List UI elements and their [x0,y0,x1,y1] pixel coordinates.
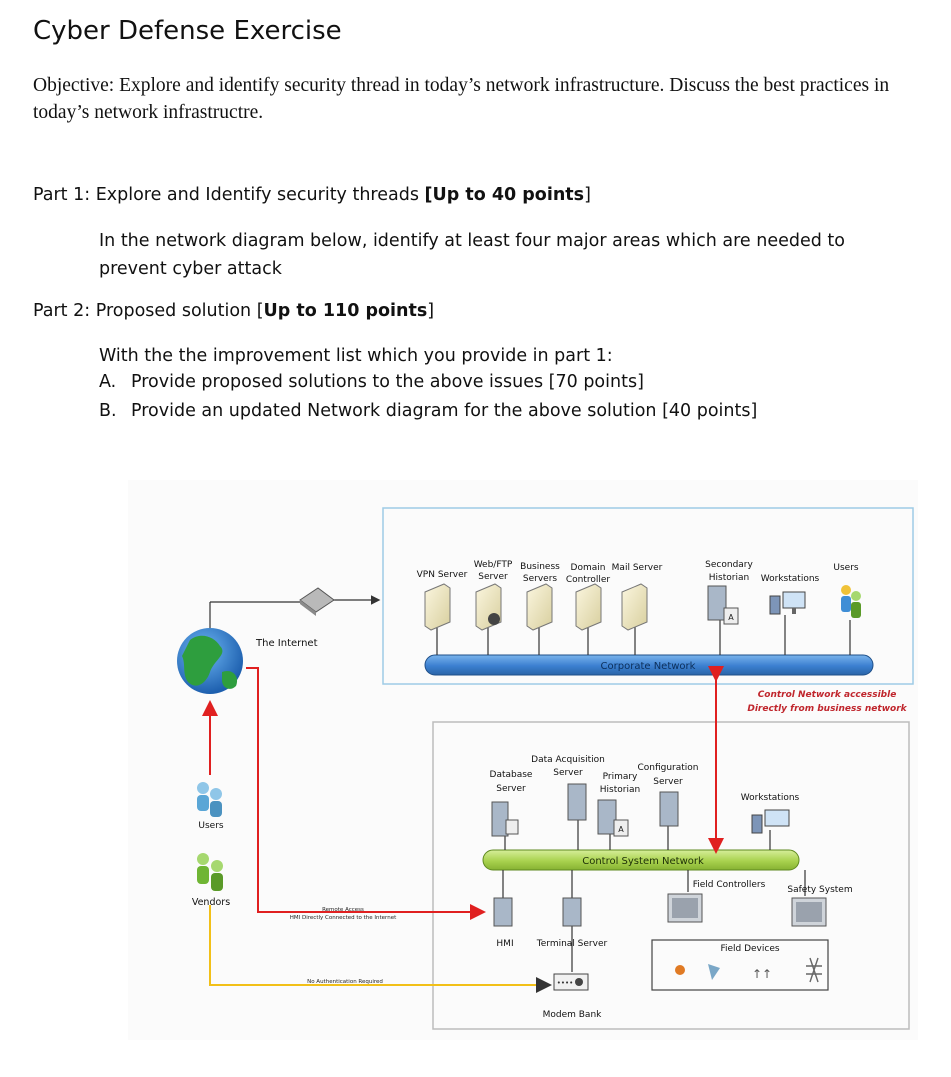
no-auth-label: No Authentication Required [307,979,383,985]
hmi-icon [493,897,513,927]
database-label-2: Server [496,784,526,794]
svg-text:↑↑: ↑↑ [752,967,772,981]
field-devices-icons: ↑↑ [675,957,822,983]
users-icon [197,782,222,817]
part2-heading-suffix: ] [427,301,435,321]
part2-heading-prefix: Part 2: Proposed solution [ [33,301,264,321]
modem-leds: •••• [557,979,574,987]
hmi-label: HMI [496,939,513,949]
modem-bank-label: Modem Bank [543,1010,603,1020]
data-acq-label-1: Data Acquisition [531,755,605,765]
database-server-icon [491,801,519,837]
data-acquisition-server-icon [567,783,587,821]
field-controllers-icon [667,893,703,923]
primary-label-1: Primary [603,772,638,782]
svg-text:A: A [728,613,734,622]
users-top-icon [841,585,861,618]
terminal-server-label: Terminal Server [536,939,608,949]
secondary-label-2: Historian [709,573,749,583]
users-top-label: Users [833,563,859,573]
vpn-server-label: VPN Server [417,570,468,580]
objective-text: Objective: Explore and identify security… [33,75,890,123]
part2-heading: Part 2: Proposed solution [Up to 110 poi… [33,301,434,321]
secondary-historian-icon: A [707,585,739,625]
config-label-1: Configuration [637,763,698,773]
field-devices-box [651,939,829,991]
configuration-server-icon [659,791,679,827]
workstations-top-icon [769,591,806,615]
domain-label-2: Controller [566,575,611,585]
corporate-network-bar [424,654,874,676]
internet-globe-icon [177,628,243,694]
part1-heading-suffix: ] [584,185,591,205]
svg-text:A: A [618,825,624,834]
list-item-text: Provide an updated Network diagram for t… [131,401,758,421]
control-note-line1: Control Network accessible [758,690,897,700]
part1-heading-points: [Up to 40 points [424,185,585,205]
part1-heading: Part 1: Explore and Identify security th… [33,185,591,205]
terminal-server-icon [562,897,582,927]
workstations-control-icon [751,809,790,834]
safety-system-icon [791,897,827,927]
control-note-line2: Directly from business network [747,704,907,714]
webftp-server-icon [475,583,502,631]
control-system-network-label: Control System Network [582,856,704,867]
mail-server-icon [621,583,648,631]
vendors-label: Vendors [192,897,230,908]
primary-label-2: Historian [600,785,640,795]
webftp-label-2: Server [478,572,508,582]
list-item: B. Provide an updated Network diagram for… [99,401,757,421]
diagram-background [128,480,918,1040]
field-controllers-label: Field Controllers [693,880,766,890]
list-item: A. Provide proposed solutions to the abov… [99,372,644,392]
vpn-server-icon [424,583,451,631]
part2-heading-points: Up to 110 points [263,301,428,321]
page-title: Cyber Defense Exercise [33,16,342,46]
remote-access-label: Remote Access [322,907,364,913]
vendors-icon [197,853,223,891]
business-label-2: Servers [523,574,558,584]
mail-server-label: Mail Server [612,563,663,573]
business-label-1: Business [520,562,560,572]
part1-body: In the network diagram below, identify a… [99,231,845,279]
users-left-label: Users [198,821,224,831]
internet-label: The Internet [255,638,318,649]
control-zone [432,721,910,1030]
safety-system-label: Safety System [787,885,852,895]
part2-intro: With the the improvement list which you … [99,346,613,366]
field-devices-label: Field Devices [720,944,779,954]
part1-heading-prefix: Part 1: Explore and Identify security th… [33,185,425,205]
hmi-direct-label: HMI Directly Connected to the Internet [290,915,397,921]
corporate-zone [382,507,914,685]
database-label-1: Database [490,770,533,780]
corporate-network-label: Corporate Network [601,661,696,672]
workstations-top-label: Workstations [761,574,820,584]
modem-bank-icon: •••• [553,973,589,991]
control-system-network-bar [482,849,800,871]
list-marker: B. [99,401,117,421]
config-label-2: Server [653,777,683,787]
webftp-label-1: Web/FTP [474,560,513,570]
domain-label-1: Domain [571,563,606,573]
list-item-text: Provide proposed solutions to the above … [131,372,644,392]
primary-historian-icon: A [597,799,629,837]
secondary-label-1: Secondary [705,560,753,570]
workstations-control-label: Workstations [741,793,800,803]
data-acq-label-2: Server [553,768,583,778]
business-servers-icon [526,583,553,631]
domain-controller-icon [575,583,602,631]
router-icon [299,587,335,616]
list-marker: A. [99,372,117,392]
